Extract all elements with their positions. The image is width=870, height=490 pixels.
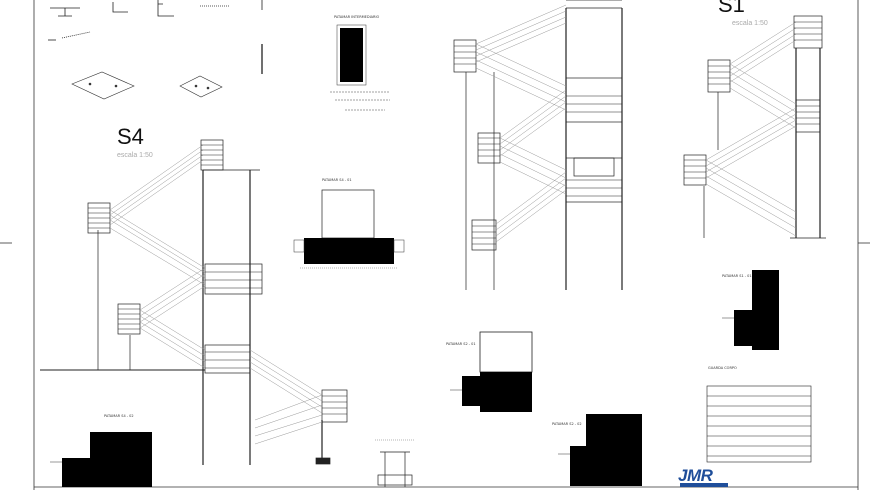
- jmr-logo: JMR: [678, 466, 713, 485]
- s1-stair-flights: [705, 21, 797, 237]
- patamar-s2-02-detail: [558, 414, 642, 486]
- guarda-corpo-detail: [706, 385, 812, 463]
- patamar-intermediario-detail: [330, 24, 390, 111]
- s4-view-label: S4: [117, 124, 144, 149]
- patamar-s4-01-title: PATAMAR S4 - 01: [322, 178, 352, 182]
- jmr-logo-bar: [680, 483, 728, 487]
- patamar-s2-01-detail: [450, 331, 533, 412]
- s4-railing-hatch: [88, 144, 347, 415]
- s2-stair-elevation: [453, 0, 623, 290]
- s4-scale-label: escala 1:50: [117, 152, 153, 159]
- s1-scale-label: escala 1:50: [732, 20, 768, 27]
- base-plate-details: [71, 44, 263, 100]
- patamar-s1-01-detail: [722, 270, 779, 350]
- s1-railing-hatch: [684, 21, 822, 179]
- s1-view-label: S1: [718, 0, 745, 17]
- s4-stair-flights: [109, 144, 323, 445]
- patamar-s4-02-title: PATAMAR S4 - 02: [104, 414, 134, 418]
- guarda-corpo-title: GUARDA CORPO: [708, 366, 737, 370]
- s2-stair-flights: [475, 4, 567, 243]
- patamar-s2-01-title: PATAMAR S2 - 01: [446, 342, 476, 346]
- patamar-s4-02-detail: [50, 432, 152, 487]
- patamar-s1-01-title: PATAMAR S1 - 01: [722, 274, 752, 278]
- patamar-s2-02-title: PATAMAR S2 - 02: [552, 422, 582, 426]
- s4-stair-elevation: [40, 139, 348, 465]
- patamar-s4-01-detail: [293, 189, 405, 269]
- s2-railing-hatch: [454, 45, 622, 245]
- s1-stair-elevation: [683, 15, 826, 239]
- patamar-intermediario-title: PATAMAR INTERMEDIARIO: [334, 15, 380, 19]
- profile-details: [48, 0, 263, 41]
- column-base-section: [375, 439, 415, 487]
